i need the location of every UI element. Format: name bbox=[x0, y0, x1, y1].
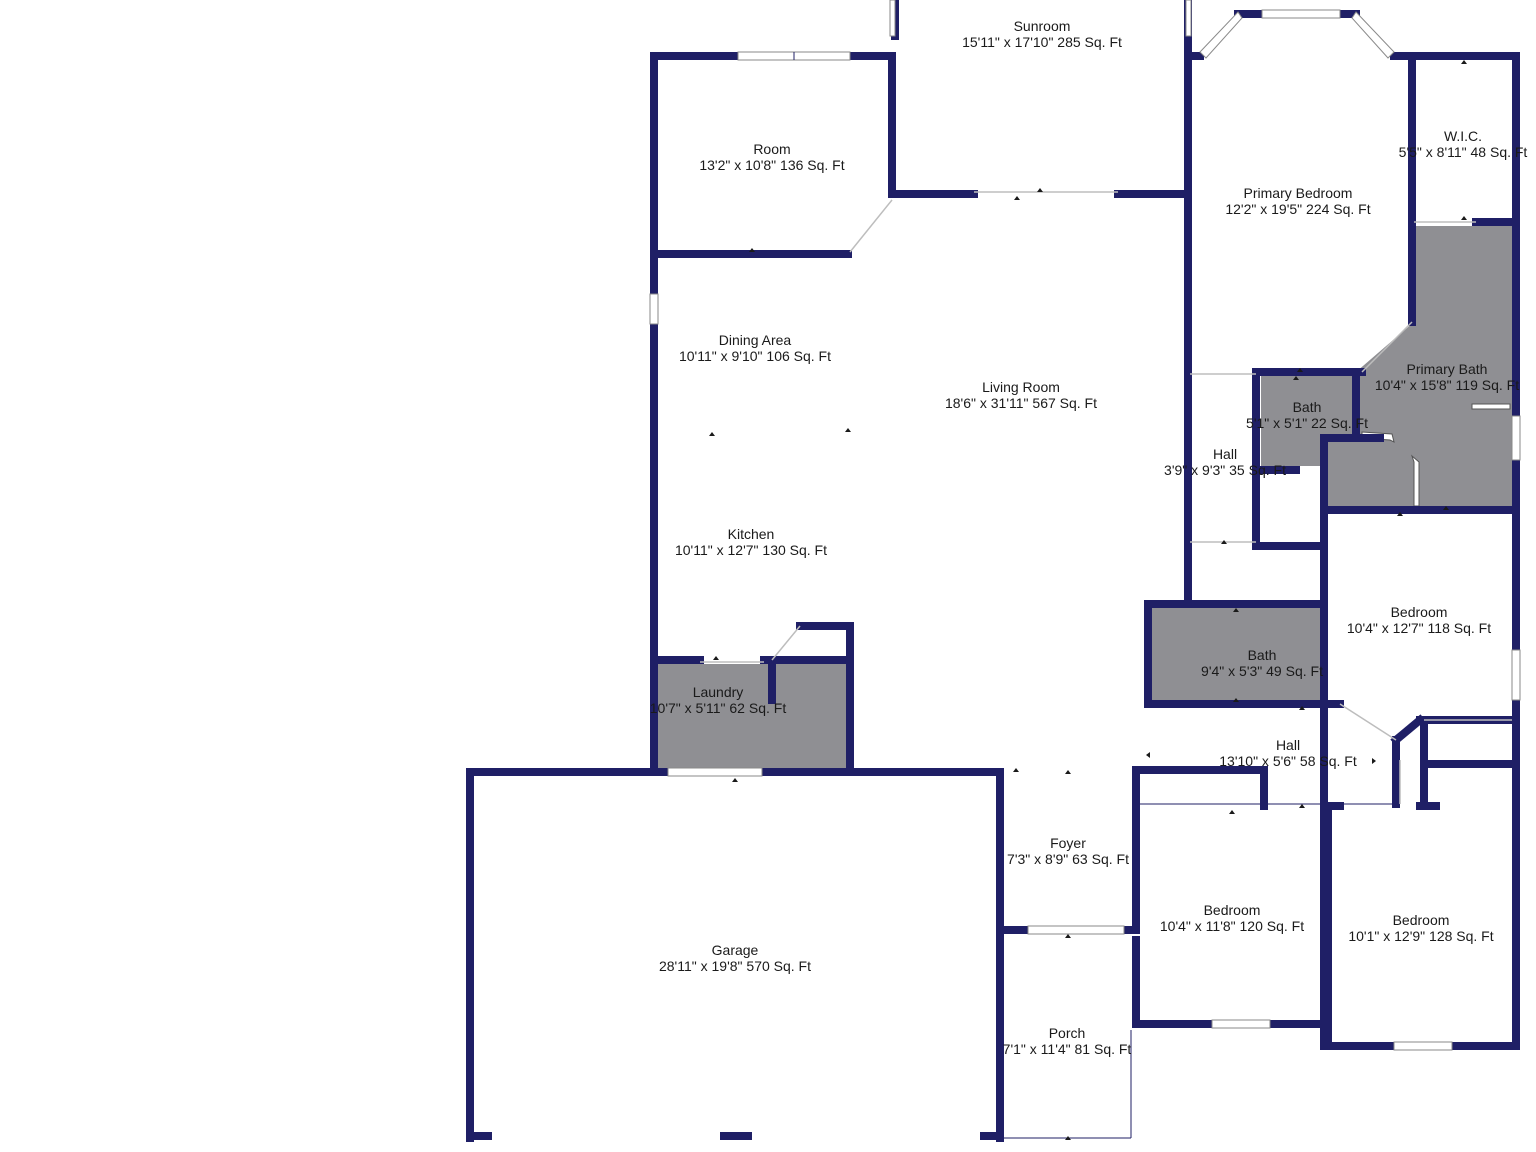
room-labels: Sunroom 15'11" x 17'10" 285 Sq. Ft Room … bbox=[650, 18, 1528, 1057]
vanity-fixture bbox=[1471, 403, 1511, 410]
porch-dims: 7'1" x 11'4" 81 Sq. Ft bbox=[1003, 1041, 1132, 1057]
room-dims: 13'2" x 10'8" 136 Sq. Ft bbox=[699, 157, 844, 173]
laundry-dims: 10'7" x 5'11" 62 Sq. Ft bbox=[650, 700, 787, 716]
se-bedroom-name: Bedroom bbox=[1393, 912, 1450, 928]
sunroom-dims: 15'11" x 17'10" 285 Sq. Ft bbox=[962, 34, 1122, 50]
lower-hall-name: Hall bbox=[1276, 737, 1300, 753]
windows bbox=[649, 0, 1521, 1051]
sunroom-name: Sunroom bbox=[1014, 18, 1071, 34]
se-bedroom-dims: 10'1" x 12'9" 128 Sq. Ft bbox=[1348, 928, 1493, 944]
garage-name: Garage bbox=[712, 942, 759, 958]
upper-hall-name: Hall bbox=[1213, 446, 1237, 462]
primary-bedroom-name: Primary Bedroom bbox=[1244, 185, 1353, 201]
primary-bedroom-dims: 12'2" x 19'5" 224 Sq. Ft bbox=[1225, 201, 1370, 217]
room-name: Room bbox=[753, 141, 790, 157]
foyer-dims: 7'3" x 8'9" 63 Sq. Ft bbox=[1007, 851, 1129, 867]
foyer-name: Foyer bbox=[1050, 835, 1086, 851]
wic-name: W.I.C. bbox=[1444, 128, 1482, 144]
small-bath-area bbox=[1261, 374, 1356, 466]
porch-name: Porch bbox=[1049, 1025, 1086, 1041]
garage-dims: 28'11" x 19'8" 570 Sq. Ft bbox=[659, 958, 811, 974]
dining-name: Dining Area bbox=[719, 332, 792, 348]
laundry-area bbox=[658, 664, 848, 770]
mid-bath-dims: 9'4" x 5'3" 49 Sq. Ft bbox=[1201, 663, 1323, 679]
walls bbox=[466, 0, 1520, 1142]
living-dims: 18'6" x 31'11" 567 Sq. Ft bbox=[945, 395, 1097, 411]
living-name: Living Room bbox=[982, 379, 1060, 395]
small-bath-dims: 5'1" x 5'1" 22 Sq. Ft bbox=[1246, 415, 1368, 431]
kitchen-dims: 10'11" x 12'7" 130 Sq. Ft bbox=[675, 542, 827, 558]
laundry-name: Laundry bbox=[693, 684, 744, 700]
dining-dims: 10'11" x 9'10" 106 Sq. Ft bbox=[679, 348, 831, 364]
upper-hall-dims: 3'9" x 9'3" 35 Sq. Ft bbox=[1164, 462, 1286, 478]
primary-bath-dims: 10'4" x 15'8" 119 Sq. Ft bbox=[1375, 377, 1519, 393]
mid-bath-area bbox=[1151, 606, 1321, 702]
wic-dims: 5'5" x 8'11" 48 Sq. Ft bbox=[1399, 144, 1528, 160]
primary-bath-name: Primary Bath bbox=[1407, 361, 1488, 377]
dimension-markers bbox=[709, 60, 1467, 1140]
sw-bedroom-name: Bedroom bbox=[1204, 902, 1261, 918]
east-bedroom-dims: 10'4" x 12'7" 118 Sq. Ft bbox=[1347, 620, 1491, 636]
east-bedroom-name: Bedroom bbox=[1391, 604, 1448, 620]
lower-hall-dims: 13'10" x 5'6" 58 Sq. Ft bbox=[1219, 753, 1357, 769]
small-bath-name: Bath bbox=[1293, 399, 1322, 415]
sw-bedroom-dims: 10'4" x 11'8" 120 Sq. Ft bbox=[1160, 918, 1304, 934]
kitchen-name: Kitchen bbox=[728, 526, 775, 542]
mid-bath-name: Bath bbox=[1248, 647, 1277, 663]
